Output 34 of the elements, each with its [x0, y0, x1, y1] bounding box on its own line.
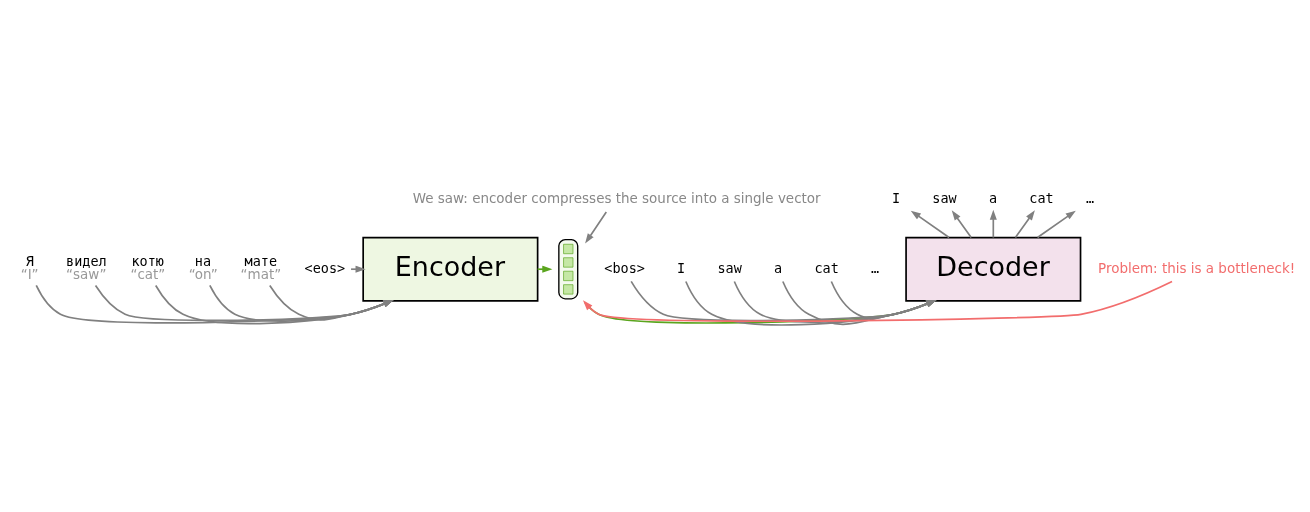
node-text: … — [1085, 189, 1095, 206]
node-text: I — [891, 189, 901, 206]
arrow — [630, 280, 937, 321]
node-text: видел — [66, 252, 107, 269]
label: … — [871, 259, 880, 276]
node-text: a — [988, 189, 998, 206]
node-text: <bos> — [604, 259, 645, 276]
node-text: I — [677, 259, 686, 276]
arrow — [830, 280, 937, 319]
node-text: Problem: this is a bottleneck! — [1098, 259, 1296, 276]
arrow — [910, 210, 950, 238]
node-text: cat — [814, 259, 839, 276]
node-box: Encoder — [362, 236, 539, 302]
node-text: a — [774, 259, 783, 276]
arrow — [782, 280, 937, 325]
arrow — [154, 284, 394, 325]
arrow — [951, 209, 972, 238]
node-text: saw — [717, 259, 742, 276]
arrow — [1014, 209, 1035, 238]
arrow — [94, 284, 394, 321]
arrow — [685, 280, 937, 326]
node-text: <eos> — [304, 259, 346, 276]
node-text: cat — [1029, 189, 1054, 206]
node-box: Decoder — [905, 236, 1082, 302]
arrow — [989, 209, 997, 238]
arrow — [1036, 210, 1076, 238]
arrow — [35, 284, 394, 324]
arrow — [585, 210, 608, 244]
node-text: saw — [932, 189, 957, 206]
arrow — [268, 284, 394, 321]
node-text: We saw: encoder compresses the source into a single vector — [412, 189, 821, 206]
arrow — [733, 280, 937, 323]
arrow — [350, 265, 366, 273]
arrow — [209, 284, 394, 322]
